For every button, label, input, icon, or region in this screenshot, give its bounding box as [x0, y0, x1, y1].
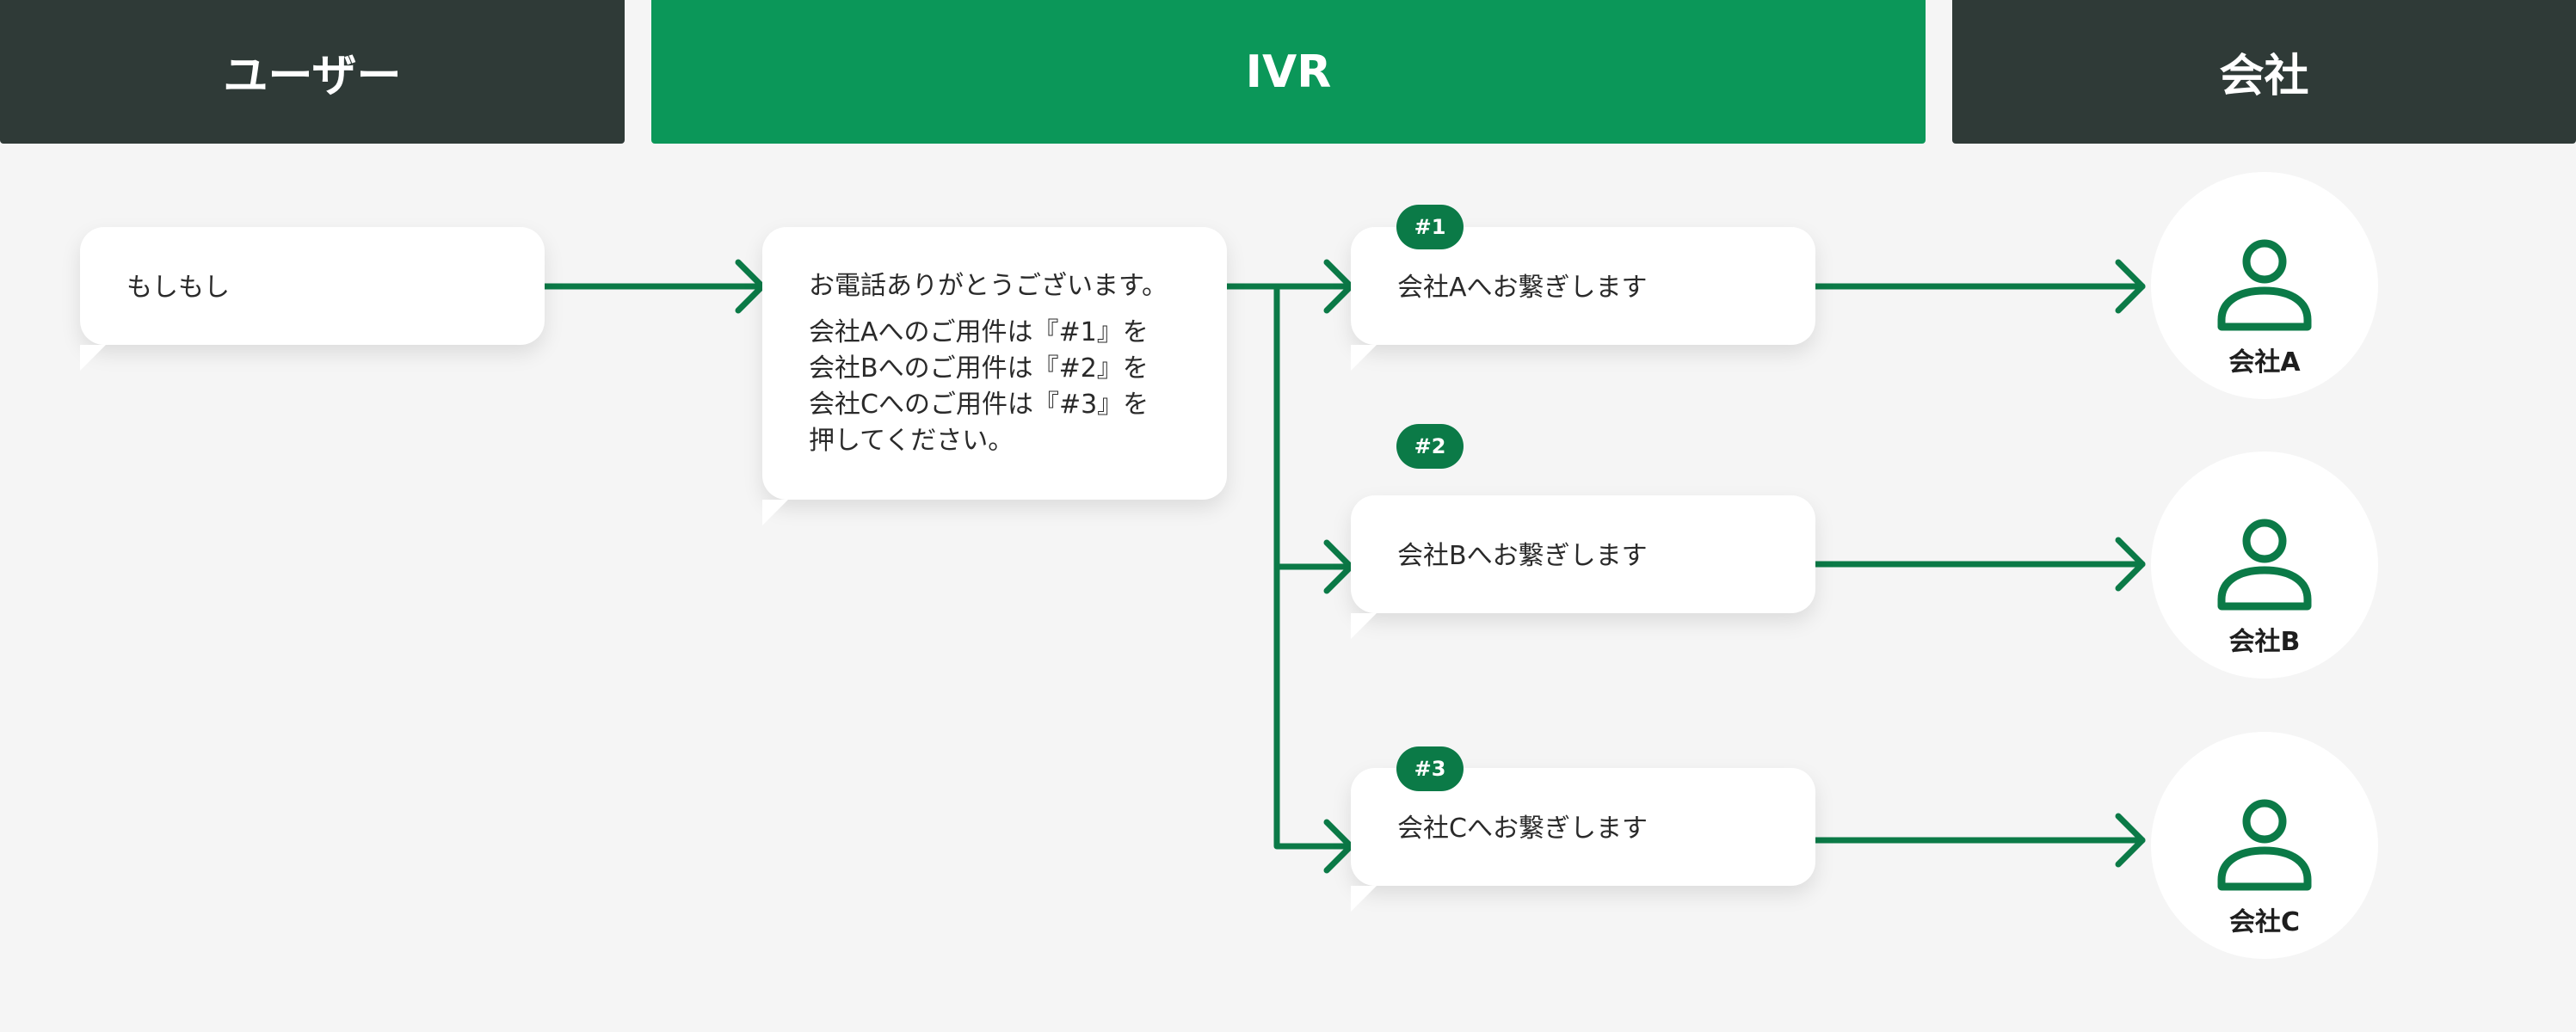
ivr-speech-bubble: お電話ありがとうございます。 会社Aへのご用件は『#1』を 会社Bへのご用件は『…: [762, 227, 1227, 525]
lane-title-ivr: IVR: [1245, 46, 1332, 98]
arrowhead-route-b-to-company: [2115, 537, 2146, 592]
connector-trunk: [1273, 283, 1354, 850]
ivr-instruction-line: 会社Aへのご用件は『#1』を: [809, 317, 1149, 347]
arrowhead-route-c-to-company: [2115, 813, 2146, 868]
lane-header-company: 会社: [1952, 0, 2576, 144]
route-message: 会社Aへお繋ぎします: [1397, 273, 1648, 303]
person-icon: [2217, 799, 2312, 891]
company-node-a: 会社A: [2151, 172, 2378, 399]
lane-header-ivr: IVR: [651, 0, 1926, 144]
company-node-c: 会社C: [2151, 732, 2378, 959]
company-label: 会社B: [2228, 627, 2301, 657]
ivr-speech-text: お電話ありがとうございます。 会社Aへのご用件は『#1』を 会社Bへのご用件は『…: [809, 268, 1168, 459]
person-icon: [2217, 239, 2312, 331]
person-icon: [2217, 519, 2312, 611]
route-badge-3: #3: [1396, 746, 1464, 791]
route-message: 会社Cへお繋ぎします: [1397, 814, 1648, 844]
route-bubble-b: 会社Bへお繋ぎします: [1351, 495, 1815, 639]
company-label: 会社A: [2228, 347, 2301, 378]
ivr-instruction-line: 会社Bへのご用件は『#2』を: [809, 353, 1149, 384]
ivr-instruction-line: 会社Cへのご用件は『#3』を: [809, 390, 1149, 420]
lane-title-user: ユーザー: [223, 51, 402, 102]
route-message: 会社Bへお繋ぎします: [1397, 541, 1648, 571]
company-node-b: 会社B: [2151, 452, 2378, 679]
user-speech-bubble: もしもし: [80, 227, 545, 371]
lane-title-company: 会社: [2219, 51, 2309, 102]
ivr-instruction-line: 押してください。: [809, 426, 1014, 456]
user-speech-text: もしもし: [126, 273, 230, 303]
lane-header-user: ユーザー: [0, 0, 625, 144]
route-badge-2: #2: [1396, 424, 1464, 469]
ivr-greeting: お電話ありがとうございます。: [809, 271, 1168, 301]
arrowhead-route-a-to-company: [2115, 259, 2146, 314]
company-label: 会社C: [2228, 907, 2301, 937]
route-badge-1: #1: [1396, 205, 1464, 249]
